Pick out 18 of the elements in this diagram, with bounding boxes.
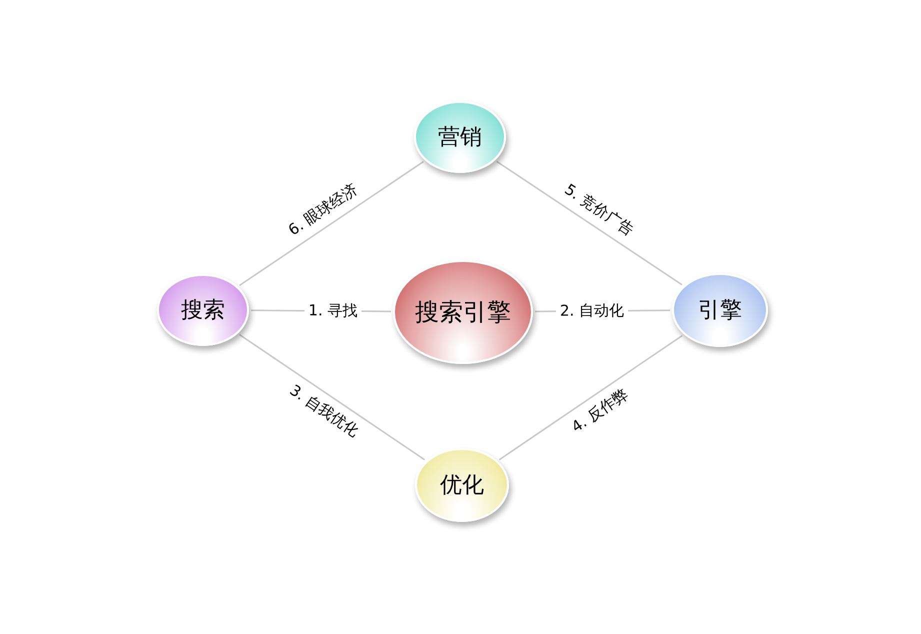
node-label: 搜索 [181,296,225,324]
connector-line [498,334,683,460]
edge-label: 1. 寻找 [304,303,362,319]
edge-label: 3. 自我优化 [286,382,360,440]
node-label: 搜索引擎 [415,297,511,328]
edge-label: 5. 竞价广告 [562,182,636,238]
connector-line [496,160,682,286]
node-label: 引擎 [698,296,742,324]
ellipse-node [672,273,768,347]
node-label: 营销 [438,124,482,152]
ellipse-node [415,448,509,522]
edge-label: 4. 反作弊 [569,386,631,435]
ellipse-node [414,101,506,173]
edge-label: 6. 眼球经济 [286,182,360,239]
connector-line [239,334,426,460]
node-label: 优化 [440,472,484,500]
edge-label: 2. 自动化 [555,303,628,319]
connector-line [239,161,424,286]
